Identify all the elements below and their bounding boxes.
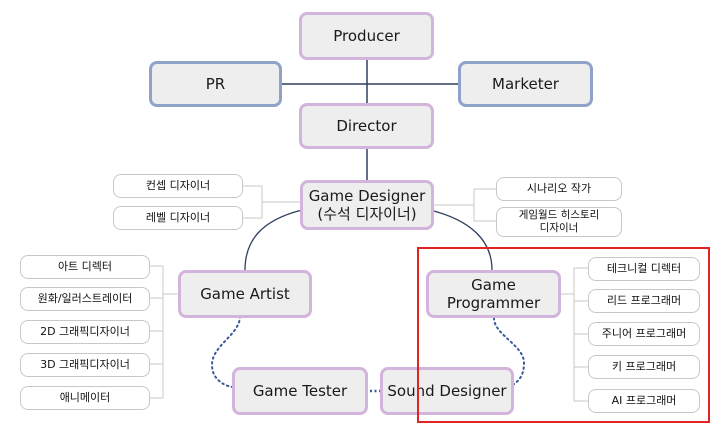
programmer-role-label: 키 프로그래머 <box>611 360 677 374</box>
game-programmer-label: Game Programmer <box>446 276 541 312</box>
director-label: Director <box>336 117 397 135</box>
programmer-role-label: 리드 프로그래머 <box>606 294 682 308</box>
artist-roles-bracket <box>150 265 164 399</box>
programmer-highlight-box <box>417 247 710 423</box>
game-tester-label: Game Tester <box>252 382 348 400</box>
sound-designer-node: Sound Designer <box>380 367 514 415</box>
artist-role-tag: 원화/일러스트레이터 <box>20 287 150 311</box>
game-tester-node: Game Tester <box>232 367 368 415</box>
artist-role-tag: 3D 그래픽디자이너 <box>20 353 150 377</box>
designer-left-label: 레벨 디자이너 <box>145 211 211 225</box>
programmer-role-label: 테크니컬 디렉터 <box>606 262 682 276</box>
director-node: Director <box>299 103 434 149</box>
artist-role-label: 원화/일러스트레이터 <box>37 292 133 306</box>
game-designer-sublabel: (수석 디자이너) <box>317 205 417 223</box>
designer-right-label: 시나리오 작가 <box>526 182 592 196</box>
marketer-label: Marketer <box>492 75 559 93</box>
designer-left-bracket <box>243 185 263 219</box>
designer-left-label: 컨셉 디자이너 <box>145 179 211 193</box>
artist-role-label: 3D 그래픽디자이너 <box>40 358 130 372</box>
artist-role-tag: 아트 디렉터 <box>20 255 150 279</box>
designer-left-tag: 레벨 디자이너 <box>113 206 243 230</box>
designer-right-tag: 게임월드 히스토리 디자이너 <box>496 207 622 237</box>
programmer-role-tag: AI 프로그래머 <box>588 389 700 413</box>
producer-label: Producer <box>333 27 400 45</box>
designer-left-tag: 컨셉 디자이너 <box>113 174 243 198</box>
designer-artist-curve <box>244 209 303 271</box>
pr-node: PR <box>149 61 282 107</box>
designer-right-tag: 시나리오 작가 <box>496 177 622 201</box>
designer-right-label: 게임월드 히스토리 디자이너 <box>518 208 600 234</box>
game-designer-node: Game Designer (수석 디자이너) <box>300 180 434 230</box>
artist-tester-dotted <box>210 315 241 388</box>
programmer-role-tag: 주니어 프로그래머 <box>588 322 700 346</box>
artist-role-tag: 2D 그래픽디자이너 <box>20 320 150 344</box>
designer-programmer-curve <box>429 209 493 271</box>
marketer-node: Marketer <box>458 61 593 107</box>
artist-role-tag: 애니메이터 <box>20 386 150 410</box>
programmer-role-label: 주니어 프로그래머 <box>601 327 687 341</box>
game-artist-node: Game Artist <box>178 270 312 318</box>
pr-label: PR <box>205 75 226 93</box>
programmer-role-tag: 리드 프로그래머 <box>588 289 700 313</box>
programmer-role-tag: 테크니컬 디렉터 <box>588 257 700 281</box>
game-artist-label: Game Artist <box>200 285 290 303</box>
programmer-role-tag: 키 프로그래머 <box>588 355 700 379</box>
game-programmer-node: Game Programmer <box>426 270 561 318</box>
programmer-role-label: AI 프로그래머 <box>611 394 677 408</box>
artist-role-label: 애니메이터 <box>59 391 111 405</box>
producer-node: Producer <box>299 12 434 60</box>
artist-role-label: 2D 그래픽디자이너 <box>40 325 130 339</box>
programmer-sound-dotted <box>493 317 526 389</box>
game-designer-label: Game Designer <box>308 187 426 205</box>
artist-role-label: 아트 디렉터 <box>57 260 113 274</box>
designer-right-bracket <box>473 188 496 222</box>
